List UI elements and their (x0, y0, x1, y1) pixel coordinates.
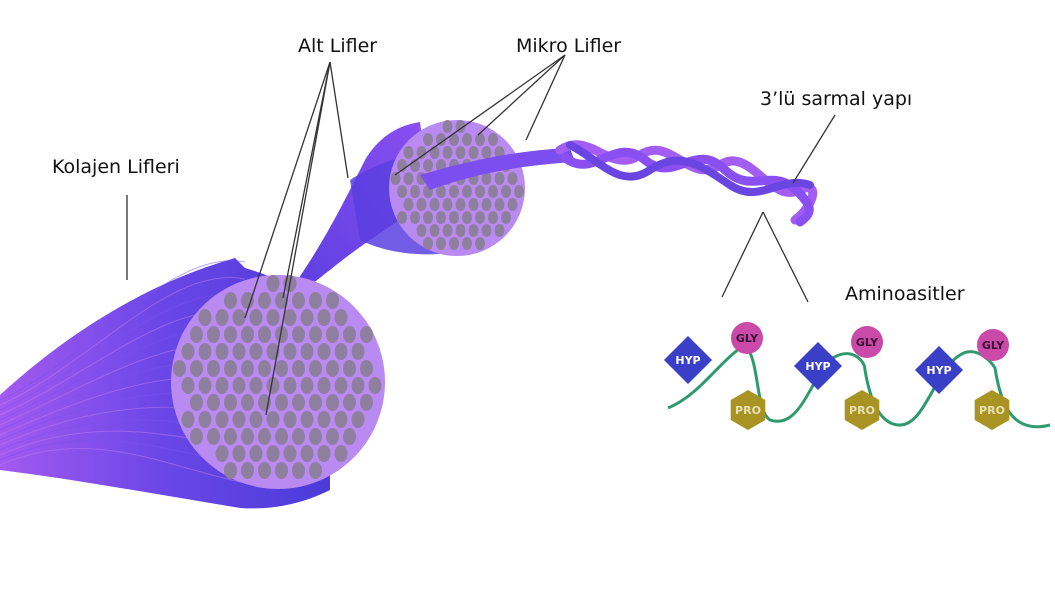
sub-fibers-label: Alt Lifler (298, 35, 378, 57)
gly-residue: GLY (851, 326, 883, 358)
gly-residue: GLY (977, 329, 1009, 361)
leader-lines (126, 54, 836, 416)
pro-residue: PRO (844, 390, 880, 430)
sub-fiber-dots (173, 275, 382, 479)
svg-text:GLY: GLY (736, 332, 759, 345)
amino-acids-label: Aminoasitler (845, 283, 965, 305)
svg-text:GLY: GLY (856, 336, 879, 349)
svg-text:HYP: HYP (805, 360, 830, 373)
hyp-residue: HYP (793, 341, 843, 391)
svg-text:HYP: HYP (926, 364, 951, 377)
micro-fiber-strand (420, 148, 575, 190)
svg-text:PRO: PRO (735, 404, 761, 417)
large-cross-section (171, 275, 385, 489)
pro-residue: PRO (730, 390, 766, 430)
triple-helix (555, 140, 818, 227)
hyp-residue: HYP (663, 335, 713, 385)
triple-helix-label: 3’lü sarmal yapı (760, 88, 913, 110)
svg-text:PRO: PRO (979, 404, 1005, 417)
gly-residue: GLY (731, 322, 763, 354)
medium-cross-section (389, 120, 525, 256)
micro-fibers-label: Mikro Lifler (516, 35, 622, 57)
svg-text:HYP: HYP (675, 354, 700, 367)
svg-text:GLY: GLY (982, 339, 1005, 352)
svg-text:PRO: PRO (849, 404, 875, 417)
amino-acid-chain: HYP GLY PRO HYP GLY PRO HYP GLY PRO (663, 322, 1051, 430)
hyp-residue: HYP (914, 345, 964, 395)
collagen-fibers-label: Kolajen Lifleri (52, 156, 180, 178)
pro-residue: PRO (974, 390, 1010, 430)
